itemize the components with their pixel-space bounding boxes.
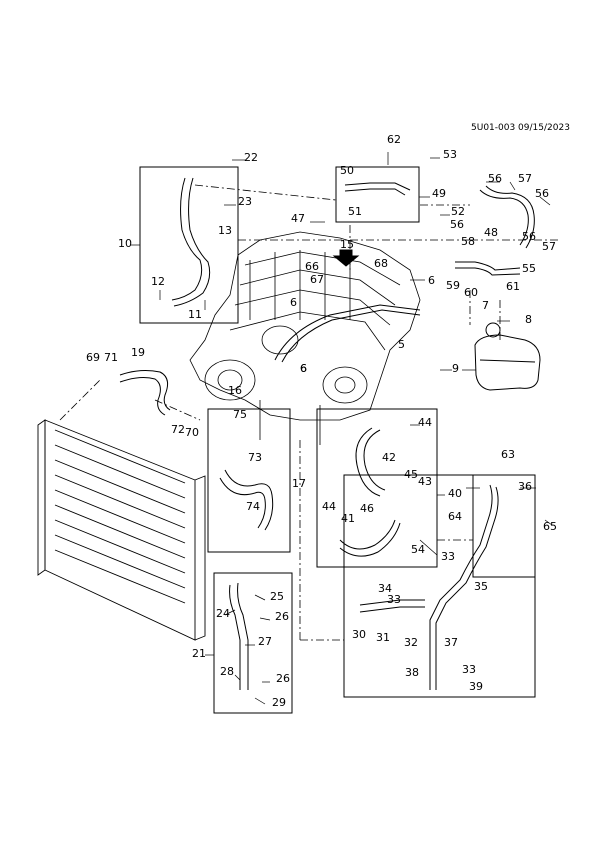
callout-45: 45 (404, 468, 418, 481)
callout-43: 43 (418, 475, 432, 488)
callout-38: 38 (405, 666, 419, 679)
callout-71: 71 (104, 351, 118, 364)
callout-70: 70 (185, 426, 199, 439)
callout-labels: 5666678910111213151617192122232425262627… (86, 133, 557, 709)
callout-75: 75 (233, 408, 247, 421)
callout-26: 26 (276, 672, 290, 685)
callout-55: 55 (522, 262, 536, 275)
callout-32: 32 (404, 636, 418, 649)
callout-56: 56 (522, 230, 536, 243)
callout-56: 56 (488, 172, 502, 185)
callout-6: 6 (428, 274, 435, 287)
callout-56: 56 (450, 218, 464, 231)
callout-7: 7 (482, 299, 489, 312)
callout-15: 15 (340, 238, 354, 251)
callout-29: 29 (272, 696, 286, 709)
callout-60: 60 (464, 286, 478, 299)
callout-16: 16 (228, 384, 242, 397)
callout-61: 61 (506, 280, 520, 293)
callout-62: 62 (387, 133, 401, 146)
callout-22: 22 (244, 151, 258, 164)
callout-33: 33 (462, 663, 476, 676)
callout-74: 74 (246, 500, 260, 513)
callout-19: 19 (131, 346, 145, 359)
group-box-10 (139, 166, 239, 324)
callout-10: 10 (118, 237, 132, 250)
group-box-49 (335, 166, 420, 223)
callout-65: 65 (543, 520, 557, 533)
document-id: 5U01-003 09/15/2023 (471, 123, 570, 133)
callout-28: 28 (220, 665, 234, 678)
callout-66: 66 (305, 260, 319, 273)
callout-57: 57 (518, 172, 532, 185)
callout-37: 37 (444, 636, 458, 649)
callout-27: 27 (258, 635, 272, 648)
callout-68: 68 (374, 257, 388, 270)
callout-30: 30 (352, 628, 366, 641)
callout-17: 17 (292, 477, 306, 490)
callout-40: 40 (448, 487, 462, 500)
callout-5: 5 (398, 338, 405, 351)
hose-lines (119, 177, 535, 690)
callout-6: 6 (290, 296, 297, 309)
callout-8: 8 (525, 313, 532, 326)
callout-53: 53 (443, 148, 457, 161)
callout-6: 6 (300, 362, 307, 375)
callout-34: 34 (378, 582, 392, 595)
callout-64: 64 (448, 510, 462, 523)
callout-13: 13 (218, 224, 232, 237)
callout-73: 73 (248, 451, 262, 464)
down-arrow-icon (332, 249, 360, 267)
callout-67: 67 (310, 273, 324, 286)
callout-23: 23 (238, 195, 252, 208)
callout-63: 63 (501, 448, 515, 461)
callout-48: 48 (484, 226, 498, 239)
callout-59: 59 (446, 279, 460, 292)
callout-44: 44 (418, 416, 432, 429)
callout-11: 11 (188, 308, 202, 321)
callout-25: 25 (270, 590, 284, 603)
callout-54: 54 (411, 543, 425, 556)
callout-35: 35 (474, 580, 488, 593)
callout-33: 33 (387, 593, 401, 606)
callout-21: 21 (192, 647, 206, 660)
engine-block-icon (189, 231, 421, 445)
group-box-16 (207, 408, 291, 553)
callout-72: 72 (171, 423, 185, 436)
callout-50: 50 (340, 164, 354, 177)
callout-33: 33 (441, 550, 455, 563)
callout-36: 36 (518, 480, 532, 493)
group-box-63-inner (472, 474, 536, 578)
callout-6: 6 (300, 362, 307, 375)
callout-49: 49 (432, 187, 446, 200)
callout-9: 9 (452, 362, 459, 375)
callout-44: 44 (322, 500, 336, 513)
callout-42: 42 (382, 451, 396, 464)
callout-26: 26 (275, 610, 289, 623)
callout-57: 57 (542, 240, 556, 253)
callout-47: 47 (291, 212, 305, 225)
callout-52: 52 (451, 205, 465, 218)
group-box-21 (213, 572, 293, 714)
callout-56: 56 (535, 187, 549, 200)
callout-24: 24 (216, 607, 230, 620)
leader-lines (59, 184, 560, 641)
group-box-63 (343, 474, 536, 698)
coolant-reservoir-icon (474, 322, 541, 391)
callout-46: 46 (360, 502, 374, 515)
callout-39: 39 (469, 680, 483, 693)
callout-31: 31 (376, 631, 390, 644)
callout-69: 69 (86, 351, 100, 364)
callout-12: 12 (151, 275, 165, 288)
callout-41: 41 (341, 512, 355, 525)
group-box-40 (316, 408, 438, 568)
radiator-icon (37, 419, 206, 641)
callout-51: 51 (348, 205, 362, 218)
callout-58: 58 (461, 235, 475, 248)
